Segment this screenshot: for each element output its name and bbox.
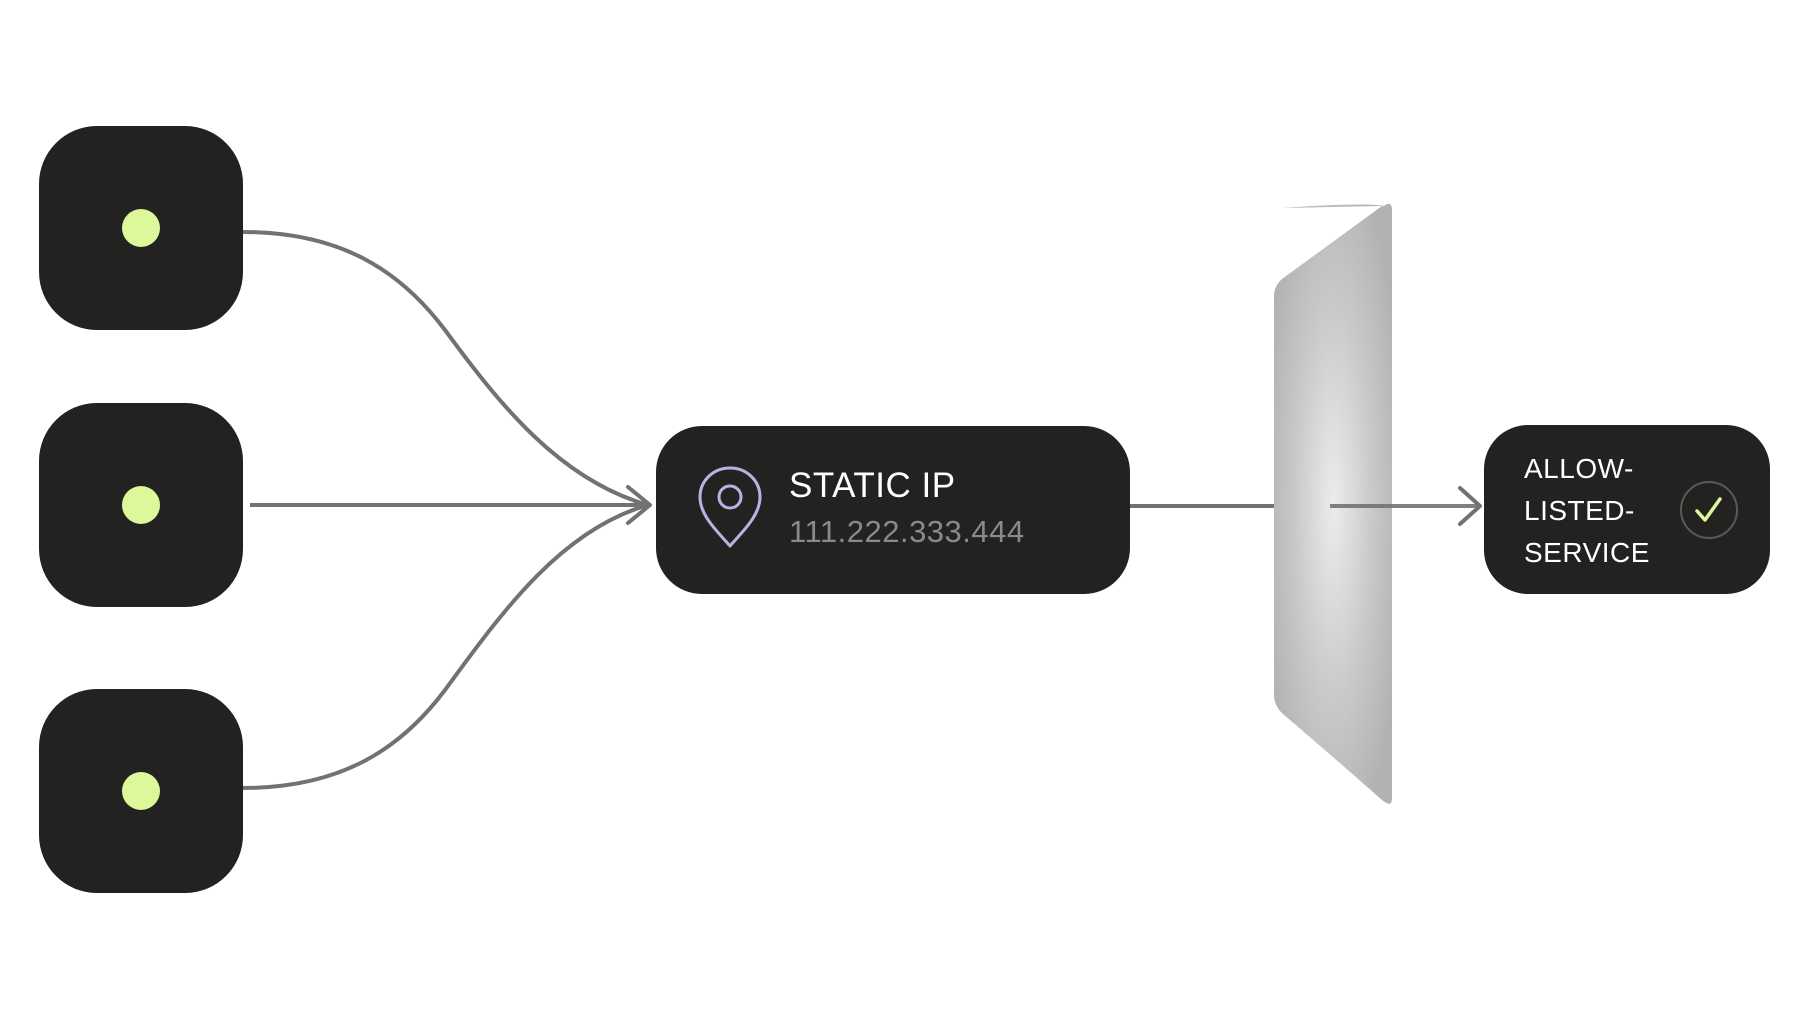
allow-listed-service-node: ALLOW- LISTED- SERVICE <box>1484 425 1770 594</box>
firewall-panel-shape <box>1275 203 1392 804</box>
static-ip-node: STATIC IP 111.222.333.444 <box>656 426 1130 594</box>
location-pin-icon <box>698 466 762 548</box>
service-label-line-2: LISTED- <box>1524 495 1635 526</box>
static-ip-address: 111.222.333.444 <box>789 514 1025 549</box>
status-dot <box>122 486 160 524</box>
arrowhead-static-ip <box>626 485 652 525</box>
status-dot <box>122 772 160 810</box>
status-dot <box>122 209 160 247</box>
checkmark-icon <box>1680 481 1738 539</box>
connector-top <box>242 230 649 507</box>
service-label-line-1: ALLOW- <box>1524 453 1634 484</box>
static-ip-title: STATIC IP <box>789 466 956 505</box>
service-label-line-3: SERVICE <box>1524 537 1650 568</box>
source-node-3 <box>39 689 243 893</box>
service-label: ALLOW- LISTED- SERVICE <box>1524 448 1674 574</box>
connector-bottom <box>242 503 649 790</box>
arrowhead-service <box>1458 486 1482 526</box>
source-node-2 <box>39 403 243 607</box>
source-node-1 <box>39 126 243 330</box>
